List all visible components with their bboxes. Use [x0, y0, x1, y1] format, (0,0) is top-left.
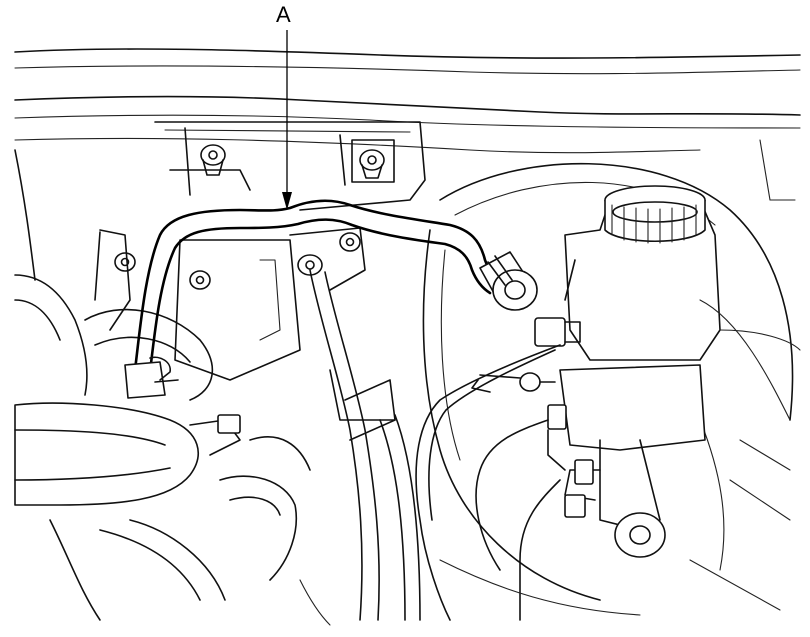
center-plate: [174, 227, 366, 381]
callout-a-leader: [282, 30, 292, 210]
fitting-upper: [534, 317, 581, 347]
brake-booster: [422, 162, 794, 601]
brake-lines: [415, 299, 791, 621]
bottom-edge: [299, 559, 641, 626]
fitting-lower: [547, 404, 594, 518]
vacuum-hose-a: [124, 199, 538, 399]
bracket-panel: [154, 121, 426, 211]
master-cylinder: [559, 364, 706, 558]
bracket-bolt-right: [359, 149, 385, 179]
callout-label-a: A: [276, 2, 291, 27]
cowl-panel: [14, 48, 801, 154]
left-structure: [14, 149, 211, 396]
fluid-reservoir: [564, 185, 721, 361]
bracket-bolt-left: [200, 144, 226, 176]
right-edge: [719, 139, 801, 351]
center-pipes: [309, 269, 421, 621]
lower-left-hoses: [14, 308, 311, 621]
